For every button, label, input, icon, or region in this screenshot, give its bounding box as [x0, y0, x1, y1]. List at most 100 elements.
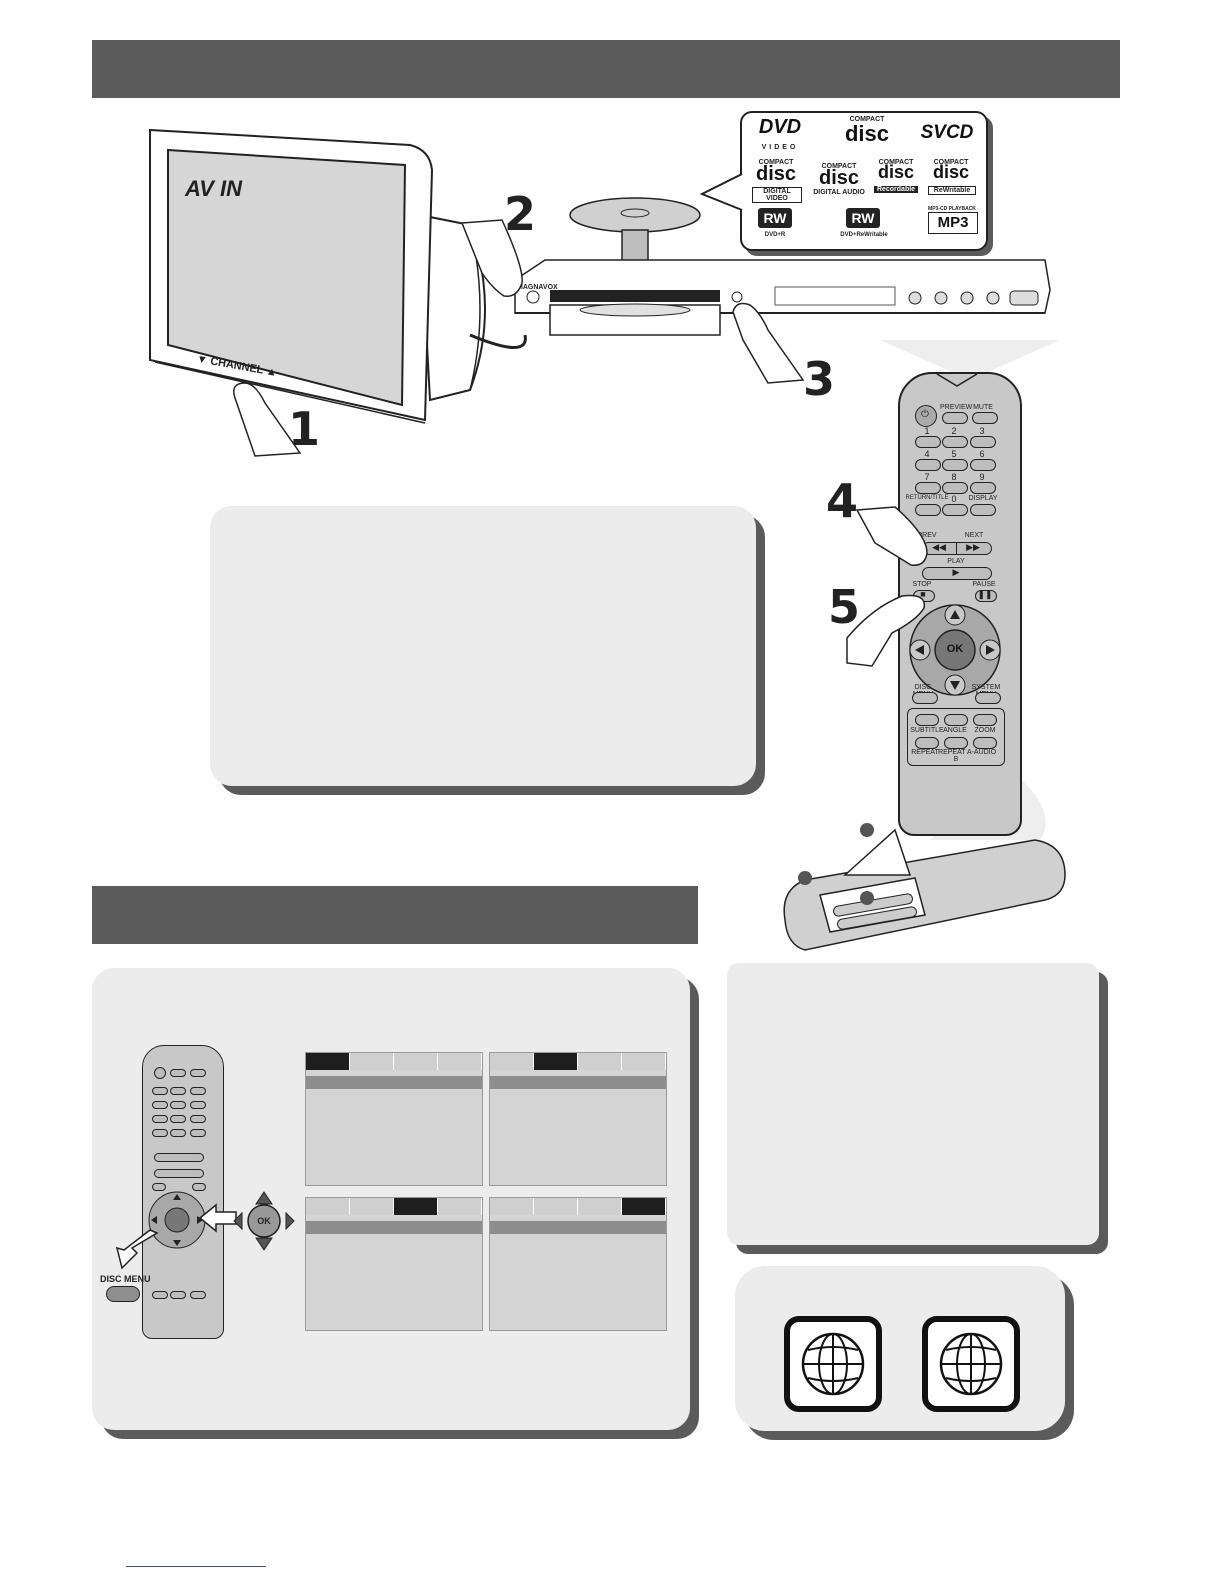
remote-digit-label-8: 8 [951, 472, 957, 482]
arrow-to-disc-menu [115, 1229, 159, 1270]
stop-icon: ■ [920, 589, 926, 599]
instruction-panel-right [727, 963, 1099, 1245]
dvd-video-logo: DVD [758, 116, 802, 138]
remote-angle-label: ANGLE [943, 727, 967, 734]
remote-digit-0[interactable] [942, 504, 968, 516]
remote-digit-label-2: 2 [951, 426, 957, 436]
remote-angle-button[interactable] [944, 714, 968, 726]
remote-top-notch [936, 373, 978, 387]
remote-subtitle-button[interactable] [915, 714, 939, 726]
remote-repeat-button[interactable] [915, 737, 939, 749]
osd-screen-2 [489, 1052, 667, 1186]
remote-digit-5[interactable] [942, 459, 968, 471]
cd-digital-audio-label: DIGITAL AUDIO [813, 189, 865, 196]
remote-dpad [909, 604, 1001, 696]
svcd-logo: SVCD [920, 122, 974, 143]
remote-battery-illustration [783, 823, 1066, 951]
next-icon: ▶▶ [966, 542, 980, 552]
remote-digit-8[interactable] [942, 482, 968, 494]
remote-preview-label: PREVIEW [940, 404, 973, 411]
finger-press-stop [846, 594, 926, 667]
remote-subtitle-label: SUBTITLE [910, 727, 944, 734]
remote-digit-label-1: 1 [924, 426, 930, 436]
step-number-1: 1 [288, 402, 321, 456]
disc-menu-callout-button[interactable] [106, 1286, 140, 1302]
finger-press-power [462, 219, 523, 297]
remote-digit-7[interactable] [915, 482, 941, 494]
remote-digit-label-4: 4 [924, 449, 930, 459]
tv-illustration [149, 128, 527, 424]
step-number-2: 2 [504, 187, 537, 241]
remote-pause-button[interactable] [975, 590, 997, 602]
remote-digit-label-3: 3 [979, 426, 985, 436]
cd-recordable-label: Recordable [874, 186, 918, 193]
pause-icon: ❚❚ [977, 589, 993, 599]
remote-small-dpad [148, 1191, 206, 1249]
remote-digit-label-0: 0 [951, 494, 957, 504]
cd-disc-logo-5: disc [932, 162, 970, 182]
remote-preview-button[interactable] [942, 412, 968, 424]
dvd-plus-r-logo: RW [758, 208, 792, 228]
remote-repeat-ab-label: REPEAT A-B [938, 749, 974, 763]
remote-digit-2[interactable] [942, 436, 968, 448]
mp3-logo: MP3 [928, 212, 978, 234]
osd-screen-4 [489, 1197, 667, 1331]
play-icon: ▶ [952, 567, 960, 577]
remote-digit-4[interactable] [915, 459, 941, 471]
osd-screen-3 [305, 1197, 483, 1331]
remote-prev-label: PREV [917, 532, 937, 539]
cd-compact-label-2: COMPACT [758, 159, 794, 166]
finger-press-play [855, 506, 928, 566]
remote-play-label: PLAY [947, 558, 965, 565]
remote-mute-button[interactable] [972, 412, 998, 424]
remote-power-icon: ⏻ [921, 409, 929, 420]
player-brand-logo: MAGNAVOX [517, 284, 558, 291]
prev-icon: ◀◀ [932, 542, 946, 552]
remote-audio-button[interactable] [973, 737, 997, 749]
cd-disc-logo-1: disc [844, 121, 890, 146]
region-globe-icon-2 [922, 1316, 1020, 1412]
cd-disc-logo-4: disc [877, 162, 915, 182]
osd-screen-1 [305, 1052, 483, 1186]
remote-digit-9[interactable] [970, 482, 996, 494]
dvd-video-sub: VIDEO [761, 144, 799, 151]
dpad-zoom [233, 1191, 295, 1251]
remote-digit-1[interactable] [915, 436, 941, 448]
remote-audio-label: AUDIO [973, 749, 997, 756]
remote-repeat-ab-button[interactable] [944, 737, 968, 749]
cd-disc-logo-2: disc [755, 163, 797, 185]
cd-disc-logo-3: disc [818, 167, 860, 189]
remote-zoom-label: ZOOM [974, 727, 996, 734]
remote-digit-6[interactable] [970, 459, 996, 471]
remote-small-keys [150, 1063, 214, 1313]
arrow-to-dpad-zoom [198, 1203, 237, 1233]
remote-digit-label-6: 6 [979, 449, 985, 459]
section-header-band-top [92, 40, 1120, 98]
dvd-plus-r-caption: DVD+R [764, 232, 786, 238]
dvd-player-illustration [514, 197, 1051, 336]
remote-system-menu-button[interactable] [975, 692, 1001, 704]
section-header-band-bottom [92, 886, 698, 944]
remote-return-title-button[interactable] [915, 504, 941, 516]
cd-compact-label-5: COMPACT [933, 159, 969, 166]
cd-digital-video-label: DIGITAL VIDEO [752, 187, 802, 203]
remote-ok-button[interactable]: OK [946, 643, 964, 655]
cd-compact-label-1: COMPACT [849, 116, 885, 123]
remote-lower-key-group [907, 708, 1005, 766]
remote-power-button[interactable] [915, 405, 937, 427]
remote-play-button[interactable] [922, 567, 992, 580]
remote-digit-label-7: 7 [924, 472, 930, 482]
remote-zoom-button[interactable] [973, 714, 997, 726]
remote-digit-3[interactable] [970, 436, 996, 448]
remote-display-button[interactable] [970, 504, 996, 516]
instruction-panel-playback [210, 506, 756, 786]
remote-next-button[interactable] [956, 542, 992, 555]
remote-stop-label: STOP [912, 581, 932, 588]
remote-next-label: NEXT [964, 532, 984, 539]
cd-compact-label-4: COMPACT [878, 159, 914, 166]
remote-return-title-label: RETURN/TITLE [905, 495, 949, 501]
footer-link-underline [126, 1566, 266, 1567]
finger-press-tv [233, 382, 302, 457]
remote-disc-menu-button[interactable] [912, 692, 938, 704]
step-number-5: 5 [828, 580, 861, 634]
